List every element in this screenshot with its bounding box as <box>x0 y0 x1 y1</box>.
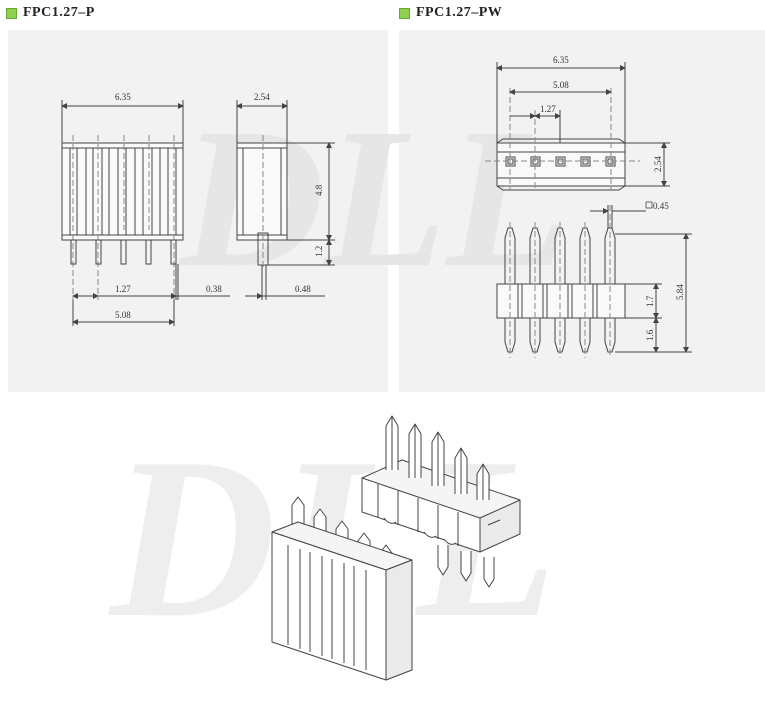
p-front-dim-pitch: 1.27 <box>115 284 131 294</box>
p-side-dim-pin: 0.48 <box>295 284 311 294</box>
p-front-dim-span: 5.08 <box>115 310 131 320</box>
p-side-dim-top: 2.54 <box>254 92 270 102</box>
pw-front-view <box>496 205 692 358</box>
p-side-dim-tail: 1.2 <box>314 246 324 257</box>
iso-pw-connector <box>361 415 521 588</box>
pw-top-dim-width: 6.35 <box>553 55 569 65</box>
header-fpc127-p: FPC1.27–P <box>6 4 95 22</box>
square-pin-icon <box>645 201 653 209</box>
section-title-pw: FPC1.27–PW <box>416 5 503 20</box>
p-front-dim-pin: 0.38 <box>206 284 222 294</box>
p-side-dim-height: 4.8 <box>314 184 324 196</box>
pw-front-dim-body: 1.7 <box>645 295 655 307</box>
iso-p-connector <box>271 496 413 681</box>
header-fpc127-pw: FPC1.27–PW <box>399 4 502 22</box>
green-square-icon <box>399 7 410 19</box>
p-side-view <box>236 100 335 300</box>
pw-top-dim-pitch: 1.27 <box>540 104 556 114</box>
pw-top-view <box>485 62 670 191</box>
pw-front-dim-tail: 1.6 <box>645 329 655 341</box>
section-title-p: FPC1.27–P <box>23 5 95 20</box>
green-square-icon <box>6 7 17 19</box>
p-front-view <box>61 100 230 326</box>
pw-front-dim-total: 5.84 <box>675 284 685 300</box>
pw-top-dim-span: 5.08 <box>553 80 569 90</box>
p-front-dim-width: 6.35 <box>115 92 131 102</box>
pw-front-dim-pin: 0.45 <box>653 201 669 211</box>
pw-top-dim-depth: 2.54 <box>653 156 663 172</box>
